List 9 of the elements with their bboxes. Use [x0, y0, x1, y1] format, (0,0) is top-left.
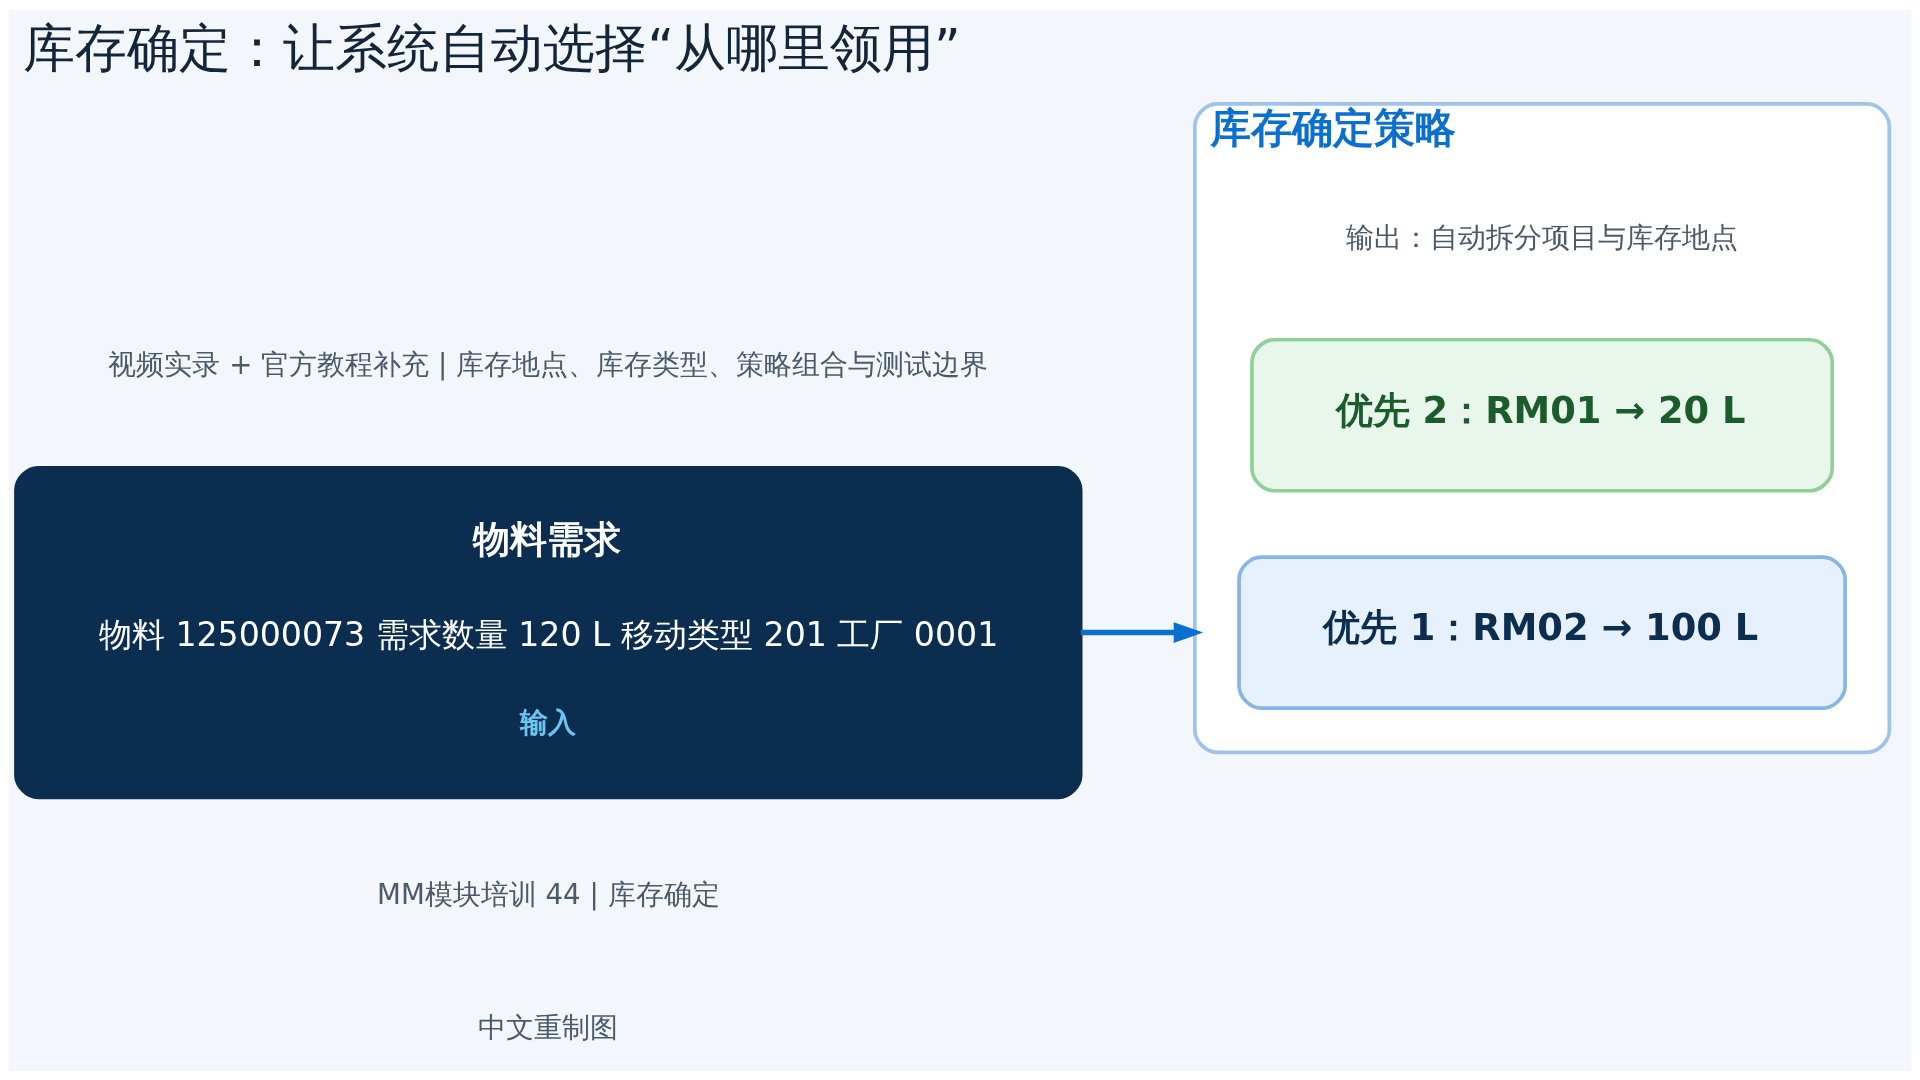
node-box: 优先 1：RM02 → 100 L [1237, 554, 1847, 710]
label: 视频实录 + 官方教程补充 | 库存地点、库存类型、策略组合与测试边界 [108, 347, 989, 381]
label: 输出：自动拆分项目与库存地点 [1346, 220, 1739, 254]
label: MM模块培训 44 | 库存确定 [377, 877, 720, 911]
diagram-title: 库存确定：让系统自动选择“从哪里领用” [23, 17, 961, 78]
arrow [1080, 621, 1204, 643]
node-box: 物料需求 物料 125000073 需求数量 120 L 移动类型 201 工厂 0001 输入 [14, 465, 1083, 799]
node-box: 优先 2：RM01 → 20 L [1250, 337, 1835, 493]
label: 中文重制图 [478, 1010, 619, 1044]
